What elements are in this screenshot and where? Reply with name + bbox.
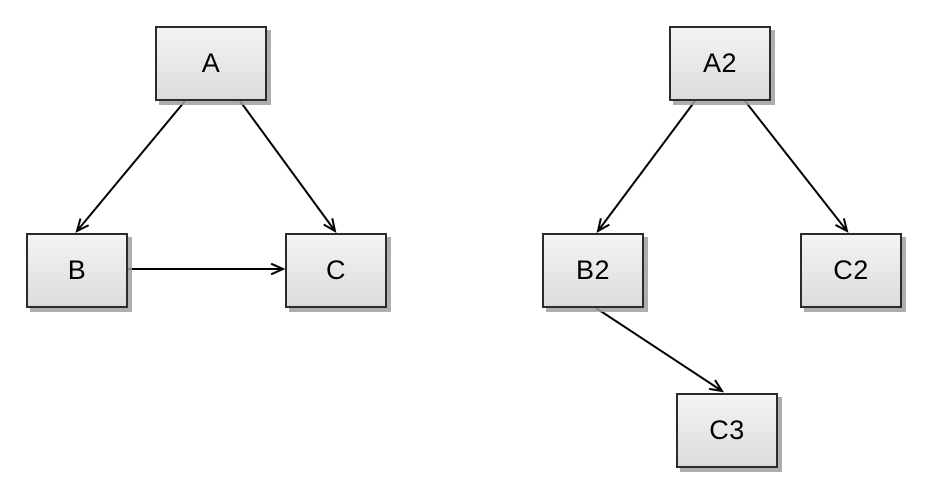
node-label: B [67,255,87,285]
node-label: C3 [709,415,745,445]
node-c3[interactable]: C3 [676,393,778,468]
node-label: C2 [833,255,869,285]
node-a[interactable]: A [155,26,267,101]
arrowhead-icon [270,262,286,276]
node-b[interactable]: B [26,233,128,308]
edge-a2-to-c2 [744,100,849,233]
edge-line [744,100,848,232]
edge-line [597,100,696,232]
edge-b2-to-c3 [595,307,725,393]
edge-a2-to-b2 [596,100,696,233]
node-b2[interactable]: B2 [542,233,644,308]
arrowhead-icon [75,218,90,233]
node-label: A [201,48,221,78]
edge-a-to-c [239,100,337,233]
arrowhead-icon [709,379,725,393]
node-c[interactable]: C [285,233,387,308]
node-label: B2 [575,255,611,285]
node-label: A2 [702,48,738,78]
node-label: C [326,255,346,285]
edge-a-to-b [75,100,186,233]
node-c2[interactable]: C2 [800,233,902,308]
arrowhead-icon [596,218,610,233]
edge-line [76,100,186,232]
edge-line [595,307,723,392]
edge-b-to-c [128,262,286,276]
arrowhead-icon [835,218,849,233]
node-a2[interactable]: A2 [669,26,771,101]
arrowhead-icon [323,218,337,233]
edge-line [239,100,336,232]
